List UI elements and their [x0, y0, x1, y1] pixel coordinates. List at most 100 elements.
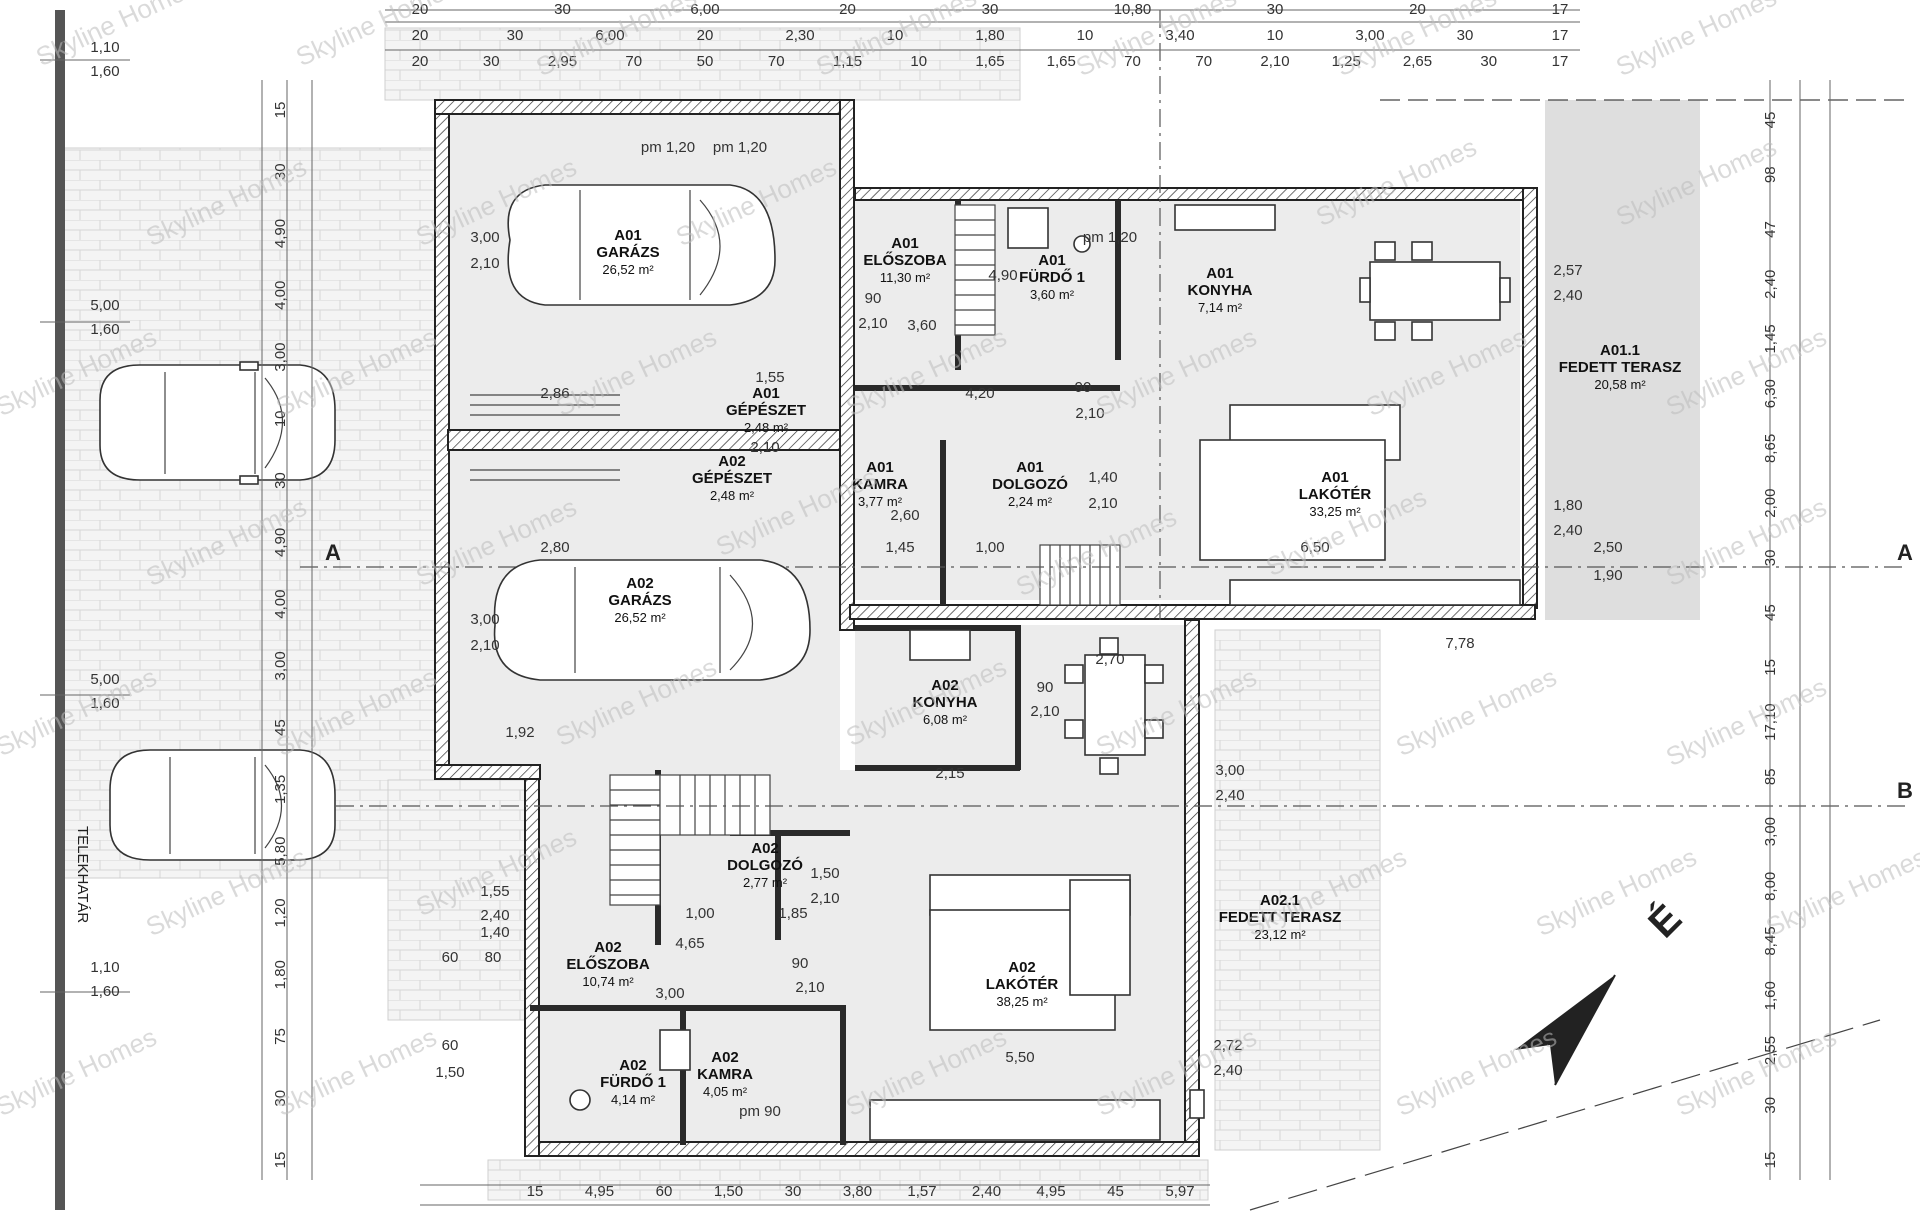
room-area-label: 3,77 m²: [858, 494, 903, 509]
dimension-label: 5,97: [1165, 1183, 1194, 1200]
dimension-label: 6,50: [1300, 539, 1329, 556]
dimension-label: 30: [1457, 27, 1474, 44]
room-unit-label: A02: [718, 453, 746, 470]
dimension-label: 2,40: [1553, 522, 1582, 539]
dimension-label: 30: [1762, 1097, 1779, 1114]
dimension-label: 3,00: [272, 651, 289, 680]
dimension-label: 85: [1762, 768, 1779, 785]
dimension-label: 70: [768, 53, 785, 70]
dimension-label: 15: [1762, 1152, 1779, 1169]
room-unit-label: A01: [1206, 265, 1234, 282]
car-icon: [507, 184, 776, 306]
dimension-label: 2,40: [1762, 270, 1779, 299]
dimension-label: 1,40: [480, 924, 509, 941]
dimension-label: 1,92: [505, 724, 534, 741]
dimension-label: 1,60: [90, 983, 119, 1000]
dimension-label: 5,00: [90, 671, 119, 688]
dimension-label: 30: [785, 1183, 802, 1200]
dimension-label: 1,00: [975, 539, 1004, 556]
room-name-label: GARÁZS: [608, 592, 671, 609]
car-icon: [109, 749, 336, 861]
dimension-label: 4,90: [272, 219, 289, 248]
dimension-label: 2,10: [1088, 495, 1117, 512]
dimension-label: 1,65: [1047, 53, 1076, 70]
dimension-label: 3,00: [1215, 762, 1244, 779]
watermark-text: Skyline Homes: [1071, 0, 1241, 82]
dimension-label: 8,00: [1762, 872, 1779, 901]
room-area-label: 2,77 m²: [743, 875, 788, 890]
dimension-label: 2,50: [1593, 539, 1622, 556]
room-name-label: ELŐSZOBA: [566, 955, 650, 973]
room-unit-label: A02: [931, 677, 959, 694]
dimension-label: 2,10: [750, 439, 779, 456]
dimension-label: 10: [1077, 27, 1094, 44]
dimension-label: 45: [272, 719, 289, 736]
watermark-text: Skyline Homes: [1391, 662, 1561, 762]
dimension-label: 30: [1762, 550, 1779, 567]
dimension-label: 5,80: [272, 837, 289, 866]
dimension-label: pm 1,20: [1083, 229, 1137, 246]
dimension-label: 90: [865, 290, 882, 307]
room-name-label: DOLGOZÓ: [992, 475, 1068, 493]
svg-text:É: É: [1640, 896, 1691, 947]
dimension-label: 45: [1762, 112, 1779, 129]
furniture: [569, 204, 1521, 1141]
room-area-label: 20,58 m²: [1594, 377, 1646, 392]
room-area-label: 3,60 m²: [1030, 287, 1075, 302]
dimension-label: 2,10: [1075, 405, 1104, 422]
dimension-label: 2,95: [548, 53, 577, 70]
dimension-label: 1,45: [885, 539, 914, 556]
room-name-label: GÉPÉSZET: [692, 470, 772, 487]
dimension-label: 30: [1480, 53, 1497, 70]
dimension-label: 2,10: [1030, 703, 1059, 720]
room-unit-label: A01: [752, 385, 780, 402]
room-area-label: 2,48 m²: [744, 420, 789, 435]
watermark-text: Skyline Homes: [1761, 842, 1920, 942]
room-name-label: FEDETT TERASZ: [1559, 359, 1682, 376]
axis-label-a-right: A: [1897, 540, 1913, 565]
dimension-label: pm 1,20: [713, 139, 767, 156]
lot-line-label: TELEKHATÁR: [74, 826, 91, 923]
room-unit-label: A02: [626, 575, 654, 592]
dimension-label: 1,85: [778, 905, 807, 922]
dimension-label: 15: [527, 1183, 544, 1200]
dimension-label: 3,60: [907, 317, 936, 334]
dimension-label: 4,95: [1036, 1183, 1065, 1200]
room-name-label: LAKÓTÉR: [986, 975, 1059, 993]
room-unit-label: A02.1: [1260, 892, 1300, 909]
dimension-label: 5,50: [1005, 1049, 1034, 1066]
right-dimension-column: 4598472,401,456,308,652,0030451517,10853…: [1762, 112, 1779, 1169]
dimension-label: 2,15: [935, 765, 964, 782]
dimension-label: 98: [1762, 166, 1779, 183]
room-name-label: KONYHA: [1187, 282, 1252, 299]
room-unit-label: A01.1: [1600, 342, 1640, 359]
dimension-label: 3,00: [1355, 27, 1384, 44]
room-unit-label: A01: [1016, 459, 1044, 476]
dimension-label: 2,10: [795, 979, 824, 996]
dimension-label: 90: [792, 955, 809, 972]
dimension-label: 70: [1195, 53, 1212, 70]
dimension-label: 1,60: [90, 321, 119, 338]
dimension-label: 80: [485, 949, 502, 966]
dimension-label: 2,10: [810, 890, 839, 907]
dimension-label: 3,00: [1762, 817, 1779, 846]
dimension-label: 30: [272, 163, 289, 180]
watermark-text: Skyline Homes: [1391, 1022, 1561, 1122]
lot-dimension-column: 1,101,605,001,605,001,601,101,60: [90, 39, 119, 1000]
dimension-label: 2,70: [1095, 651, 1124, 668]
room-area-label: 11,30 m²: [880, 270, 931, 285]
dimension-label: 17,10: [1762, 703, 1779, 741]
dimension-label: 60: [442, 949, 459, 966]
dimension-label: 1,80: [975, 27, 1004, 44]
dimension-label: 2,10: [470, 637, 499, 654]
dimension-label: 2,10: [858, 315, 887, 332]
dimension-lines: [40, 9, 1831, 1206]
dimension-label: 1,20: [272, 898, 289, 927]
dimension-label: pm 90: [739, 1103, 781, 1120]
dimension-label: 17: [1552, 1, 1569, 18]
dimension-label: 1,80: [1553, 497, 1582, 514]
dimension-label: 2,40: [1215, 787, 1244, 804]
dimension-label: 60: [442, 1037, 459, 1054]
dimension-label: 10,80: [1114, 1, 1152, 18]
